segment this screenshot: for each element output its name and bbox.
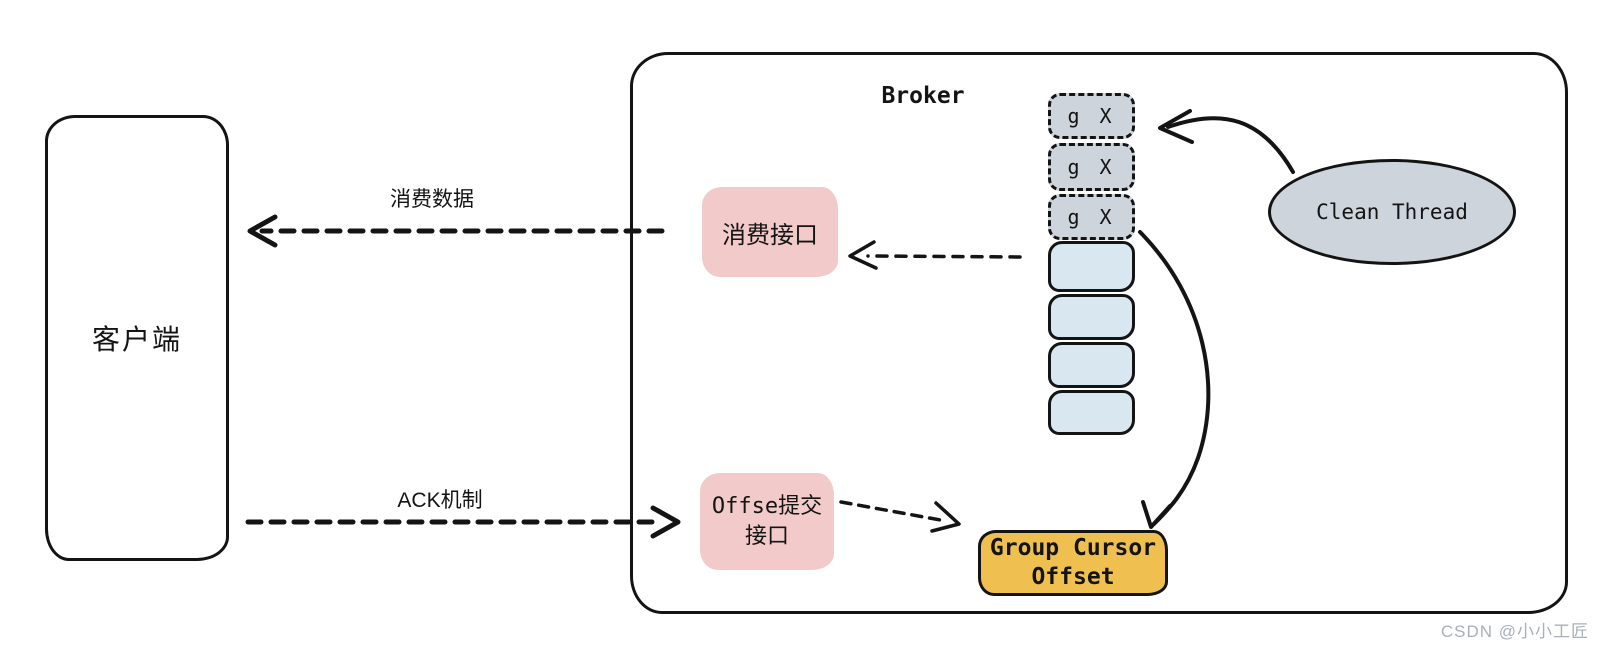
watermark: CSDN @小小工匠 (1440, 622, 1589, 641)
offset-commit-api-node: Offse提交 接口 (700, 473, 834, 570)
broker-label: Broker (881, 83, 965, 109)
consume-api-label: 消费接口 (722, 221, 818, 249)
queue-cell-label: g X (1067, 205, 1116, 229)
group-cursor-offset-node: Group Cursor Offset (978, 530, 1168, 596)
queue-cell-expired-2: g X (1048, 143, 1135, 191)
group-cursor-label-line1: Group Cursor (989, 535, 1157, 561)
consume-data-arrow (247, 214, 665, 248)
offset-api-to-group-cursor-arrow (839, 500, 961, 533)
queue-cell-label: g X (1067, 155, 1116, 179)
queue-cell-expired-1: g X (1048, 93, 1135, 139)
queue-cell-active-1 (1048, 241, 1135, 292)
ack-arrow (245, 505, 681, 539)
queue-cell-active-4 (1048, 390, 1135, 435)
group-cursor-label-line2: Offset (1031, 564, 1115, 590)
client-label: 客户端 (91, 324, 182, 355)
ack-edge-label: ACK机制 (397, 489, 483, 512)
client-node: 客户端 (45, 115, 229, 561)
consume-data-edge-label: 消费数据 (390, 188, 474, 211)
consume-api-node: 消费接口 (702, 187, 838, 277)
queue-cell-active-3 (1048, 342, 1135, 388)
clean-thread-to-queue-arrow (1158, 109, 1295, 174)
clean-thread-node: Clean Thread (1268, 159, 1516, 265)
offset-api-label-line2: 接口 (744, 523, 789, 549)
queue-to-consume-api-arrow (848, 240, 1022, 270)
queue-cell-expired-3: g X (1048, 194, 1135, 240)
queue-to-group-cursor-arrow (1138, 230, 1211, 529)
offset-api-label-line1: Offse提交 (711, 493, 823, 519)
queue-cell-active-2 (1048, 294, 1135, 340)
queue-cell-label: g X (1067, 104, 1116, 128)
clean-thread-label: Clean Thread (1316, 200, 1468, 224)
